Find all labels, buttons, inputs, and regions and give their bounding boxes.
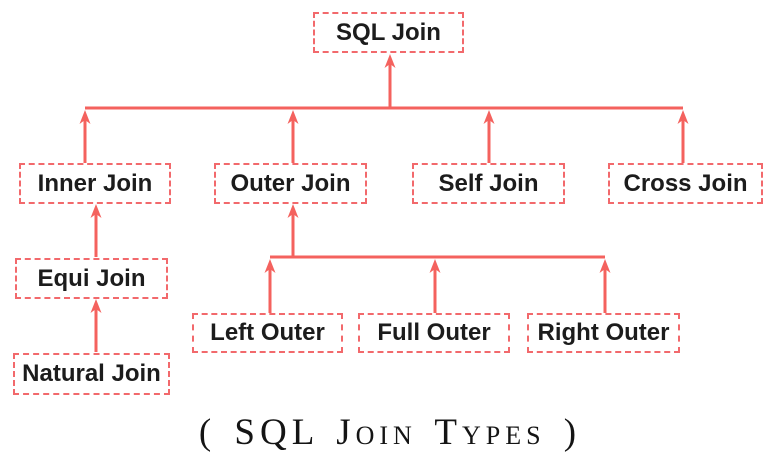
node-equi-join-label: Equi Join (37, 264, 146, 292)
node-full-outer-label: Full Outer (377, 319, 491, 346)
node-natural-join: Natural Join (13, 353, 170, 395)
node-right-outer: Right Outer (527, 313, 680, 353)
node-outer-join-label: Outer Join (230, 169, 351, 197)
node-self-join-label: Self Join (438, 169, 539, 197)
node-inner-join-label: Inner Join (37, 169, 153, 197)
arrowhead-cross (677, 110, 689, 124)
arrowhead-self (483, 110, 495, 124)
node-left-outer: Left Outer (192, 313, 343, 353)
node-equi-join: Equi Join (15, 258, 168, 299)
node-outer-join: Outer Join (214, 163, 367, 204)
arrowhead-outerbus (287, 204, 299, 218)
node-cross-join: Cross Join (608, 163, 763, 204)
node-natural-join-label: Natural Join (22, 360, 161, 387)
node-cross-join-label: Cross Join (623, 169, 748, 197)
arrowhead-natural (90, 299, 102, 313)
node-left-outer-label: Left Outer (210, 319, 325, 346)
arrowhead-root (384, 54, 396, 68)
node-sql-join: SQL Join (313, 12, 464, 53)
arrowhead-inner (79, 110, 91, 124)
node-inner-join: Inner Join (19, 163, 171, 204)
node-right-outer-label: Right Outer (537, 319, 670, 346)
node-full-outer: Full Outer (358, 313, 510, 353)
arrowhead-fullouter (429, 259, 441, 273)
arrowhead-equi (90, 204, 102, 218)
arrowhead-rightouter (599, 259, 611, 273)
node-sql-join-label: SQL Join (336, 18, 441, 46)
arrowhead-leftouter (264, 259, 276, 273)
arrowhead-outer (287, 110, 299, 124)
diagram-caption: ( SQL Join Types ) (198, 412, 582, 453)
node-self-join: Self Join (412, 163, 565, 204)
